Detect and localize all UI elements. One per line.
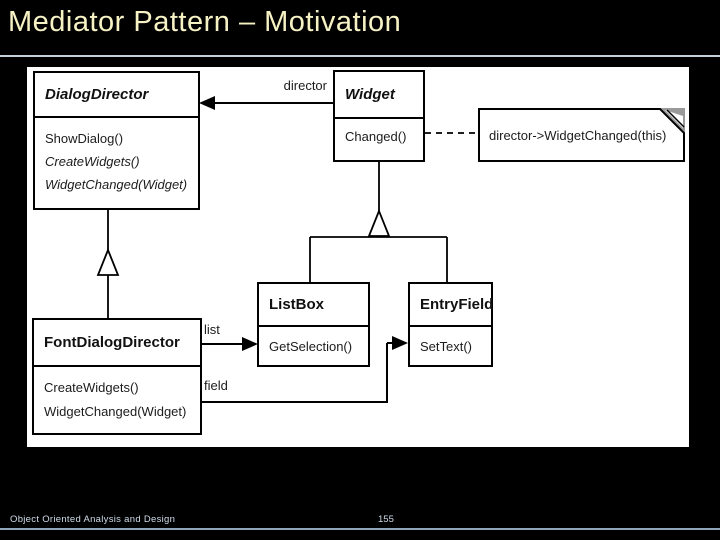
- director-arrowhead-icon: [199, 96, 215, 110]
- class-name-dialogdirector: DialogDirector: [35, 73, 198, 118]
- class-box-fontdialogdirector: FontDialogDirector CreateWidgets() Widge…: [32, 318, 202, 435]
- label-director: director: [283, 78, 327, 93]
- class-box-widget: Widget Changed(): [333, 70, 425, 162]
- method-widgetchanged-abstract: WidgetChanged(Widget): [45, 177, 188, 192]
- slide-title: Mediator Pattern – Motivation: [8, 6, 402, 38]
- uml-diagram-panel: DialogDirector ShowDialog() CreateWidget…: [27, 67, 689, 447]
- list-arrowhead-icon: [242, 337, 258, 351]
- class-box-dialogdirector: DialogDirector ShowDialog() CreateWidget…: [33, 71, 200, 210]
- method-getselection: GetSelection(): [269, 339, 353, 354]
- class-name-entryfield: EntryField: [410, 284, 493, 327]
- method-widgetchanged: WidgetChanged(Widget): [44, 404, 187, 419]
- method-showdialog: ShowDialog(): [45, 131, 124, 146]
- title-rule: [0, 55, 720, 57]
- class-name-widget: Widget: [335, 72, 423, 119]
- label-field: field: [204, 378, 228, 393]
- widget-inherit-triangle-icon: [367, 208, 391, 237]
- uml-note-box: director->WidgetChanged(this): [478, 108, 685, 162]
- class-box-entryfield: EntryField SetText(): [408, 282, 493, 367]
- method-createwidgets: CreateWidgets(): [44, 380, 139, 395]
- footer-rule: [0, 528, 720, 530]
- note-text: director->WidgetChanged(this): [489, 127, 667, 143]
- class-name-listbox: ListBox: [259, 284, 368, 327]
- class-box-listbox: ListBox GetSelection(): [257, 282, 370, 367]
- fontdialog-inherit-triangle-icon: [96, 247, 120, 276]
- field-arrowhead-icon: [392, 336, 408, 350]
- footer-page-number: 155: [378, 514, 394, 525]
- method-settext: SetText(): [420, 339, 473, 354]
- method-createwidgets-abstract: CreateWidgets(): [45, 154, 140, 169]
- footer-course-name: Object Oriented Analysis and Design: [10, 514, 176, 525]
- note-fold-icon: [659, 108, 685, 134]
- label-list: list: [204, 322, 220, 337]
- class-name-fontdialogdirector: FontDialogDirector: [34, 320, 200, 367]
- method-changed: Changed(): [345, 129, 407, 144]
